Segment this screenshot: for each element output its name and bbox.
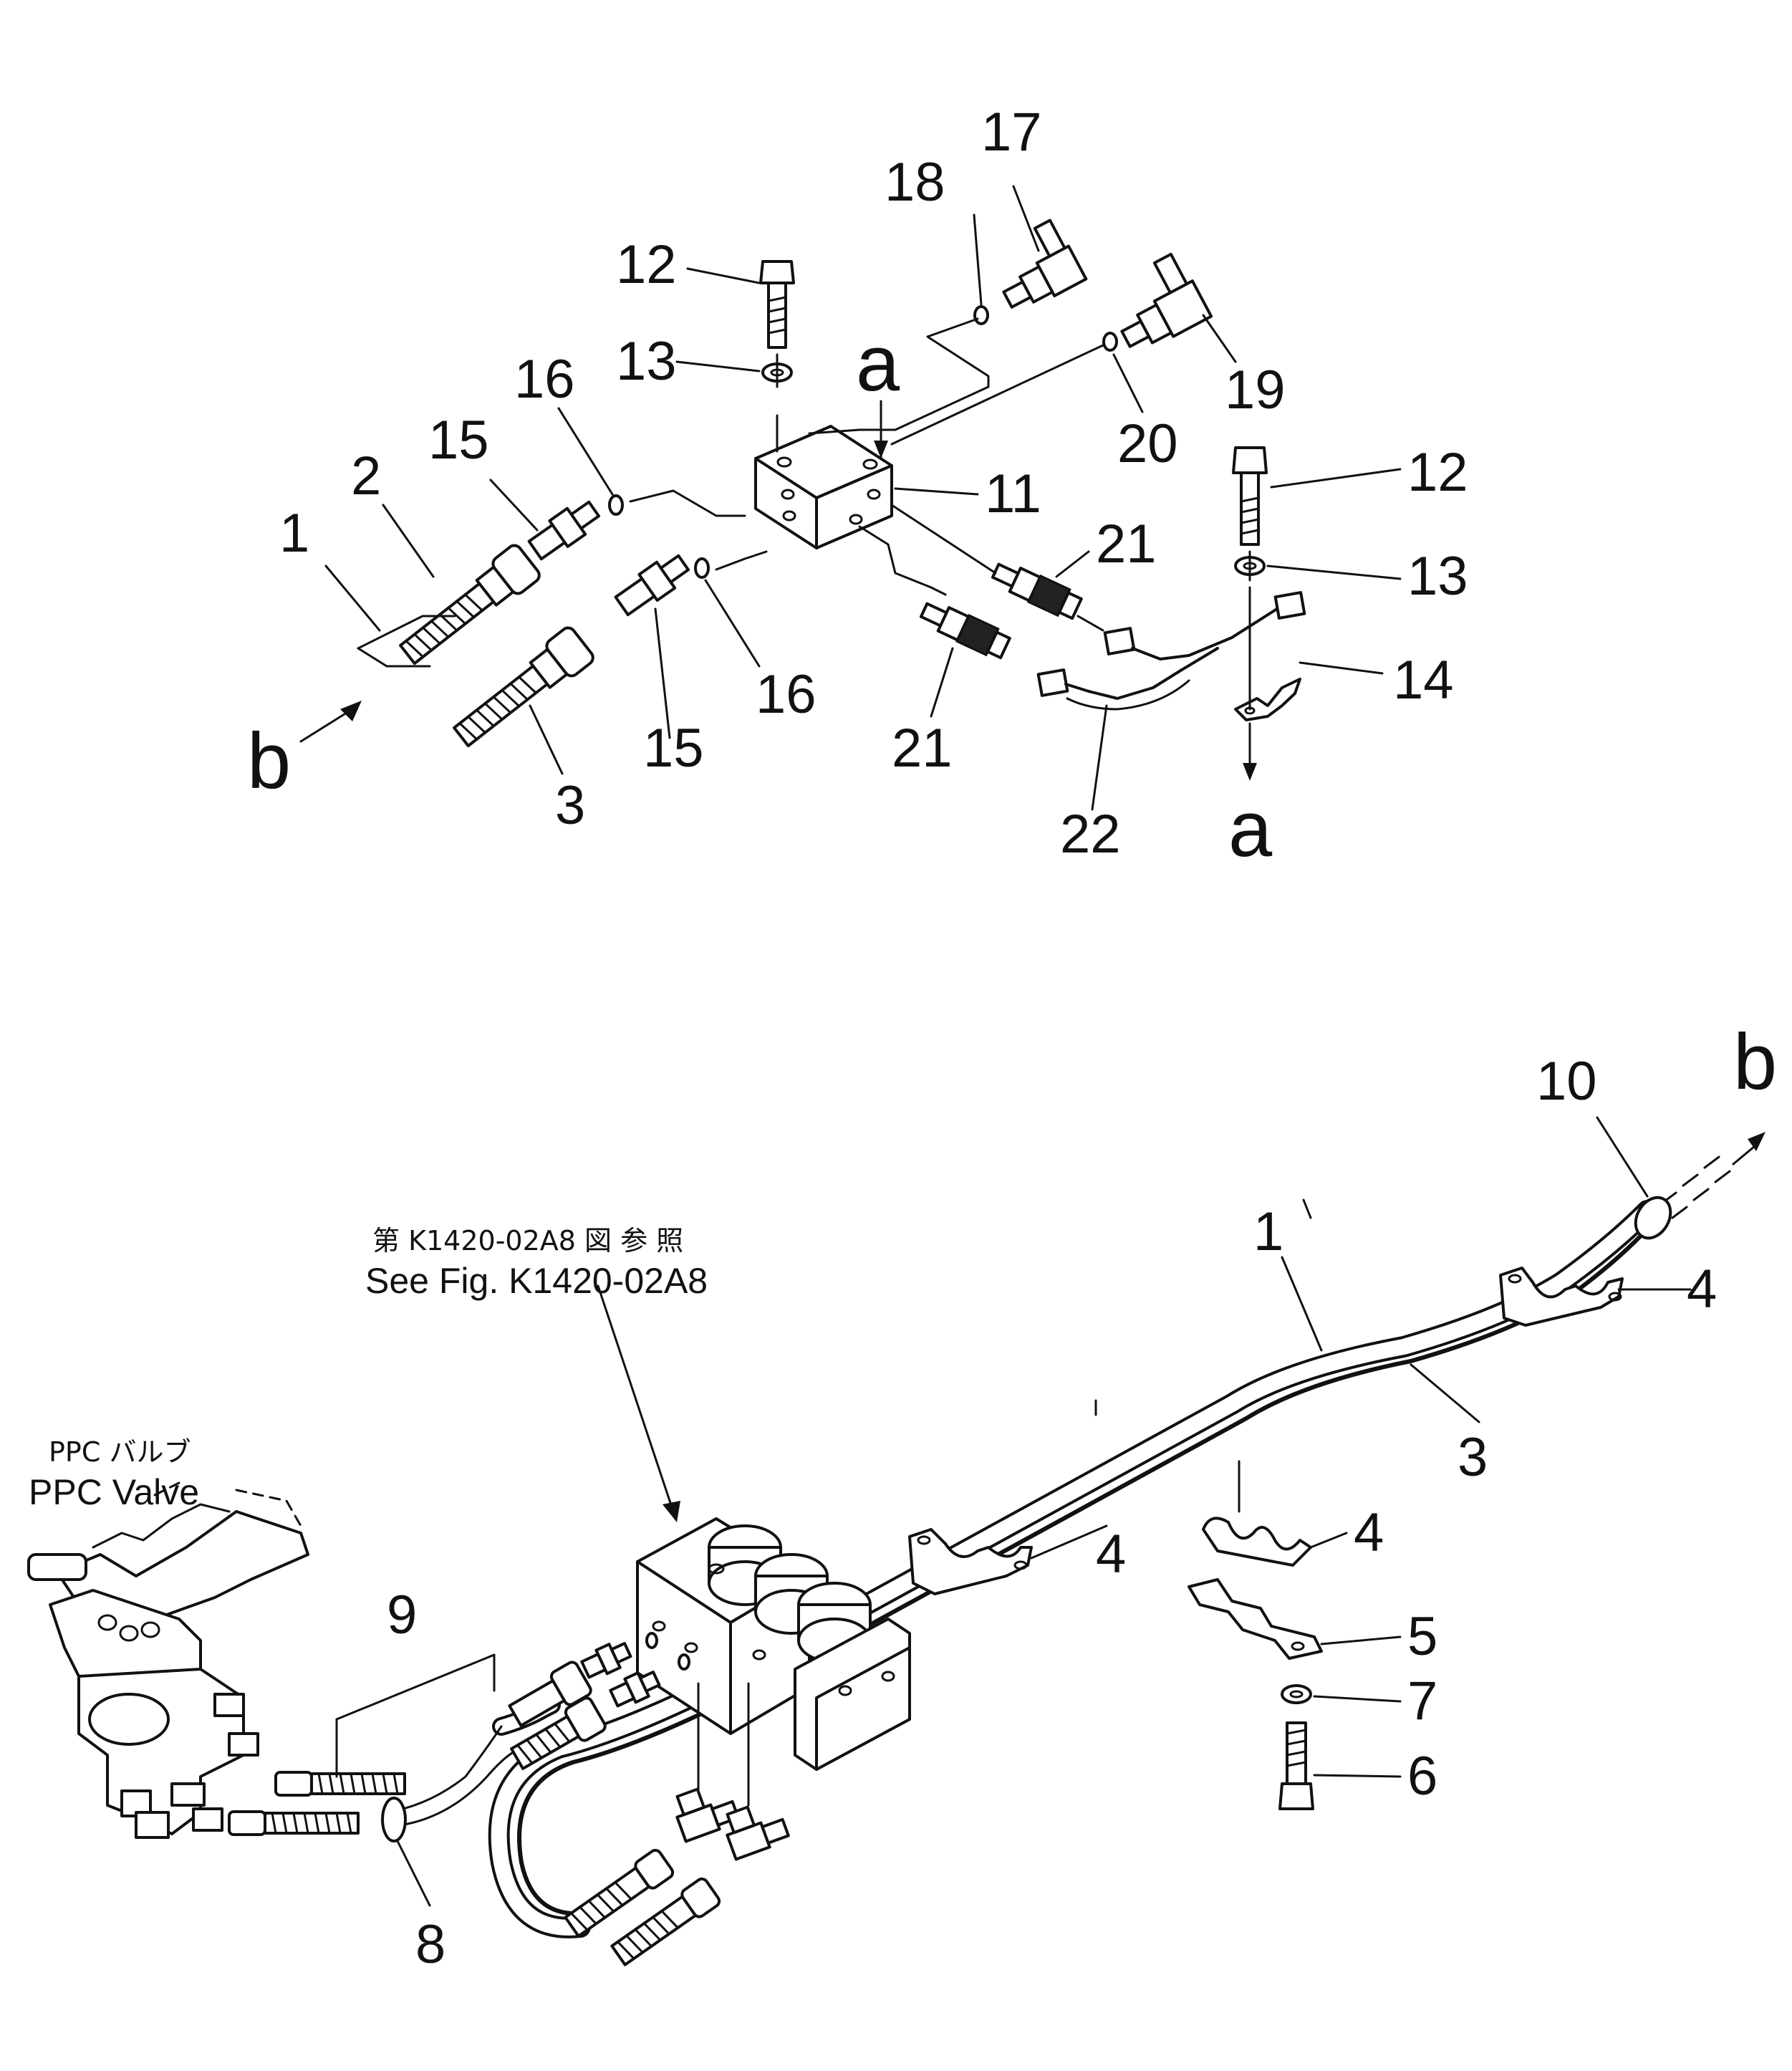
callout-18: 18 [885,152,945,213]
callout-20: 20 [1117,413,1178,474]
ppc-label-en: PPC Valve [29,1472,199,1512]
elbow-fitting-19 [1120,252,1213,348]
callout-21-lower: 21 [892,718,953,779]
o-ring-18 [973,305,989,325]
o-ring-20 [1102,332,1118,352]
band-8 [381,1797,431,1907]
bolt-right [1232,446,1268,546]
callout-11: 11 [985,463,1041,524]
grommet-10 [1634,1196,1672,1240]
hose-clamp-4-loose [1202,1517,1312,1567]
callout-17: 17 [981,102,1042,163]
callout-9: 9 [387,1585,417,1645]
callout-15-lower: 15 [643,718,704,779]
connection-letters: a a b b [247,319,1777,1106]
callout-1-top: 1 [279,503,309,564]
upper-callout-leaders [324,185,1402,811]
callout-12-right: 12 [1407,442,1468,503]
callout-5: 5 [1407,1606,1437,1667]
callout-16-upper: 16 [514,349,575,410]
valve-block [754,425,893,549]
arrow-a-upper [874,400,888,458]
bolt-6 [1278,1721,1314,1810]
callout-16-lower: 16 [756,664,816,725]
arrow-b-left [299,701,362,743]
callout-2: 2 [351,446,381,506]
callout-4-lower: 4 [1354,1502,1384,1563]
callout-22: 22 [1060,804,1121,865]
fitting-15-upper [527,500,601,561]
elbow-fitting-17 [1002,218,1088,309]
lower-leader-lines [335,1116,1692,1807]
callout-21-upper: 21 [1096,514,1157,575]
letter-a-upper: a [856,319,900,408]
wire-harness [1036,591,1306,711]
hose-clamp-4-top [1499,1267,1624,1327]
lower-assembly [27,1116,1765,1966]
callout-labels: 1 2 15 16 3 15 16 12 13 18 17 19 20 11 1… [279,102,1717,1975]
hose-clamp-4-mid [908,1528,1033,1595]
callout-13-right: 13 [1407,546,1468,607]
callout-15-upper: 15 [428,410,489,471]
arrow-a-lower [1243,729,1257,781]
arrow-b-right [1732,1132,1765,1166]
reference-leader [597,1284,680,1522]
hose-9 [385,1661,607,1828]
callout-3-bottom: 3 [1458,1427,1488,1488]
control-valve-block [636,1517,911,1771]
callout-14: 14 [1393,650,1454,711]
ppc-label-guide [149,1481,302,1527]
callout-1-bottom: 1 [1253,1201,1283,1262]
hose-end-lower [453,626,594,748]
callout-3-top: 3 [555,775,585,836]
hose-end-upper [399,544,541,665]
callout-10: 10 [1536,1051,1597,1112]
reference-notes: 第 K1420-02A8 図 参 照 See Fig. K1420-02A8 P… [29,1225,708,1512]
o-ring-16-upper [608,494,624,516]
pressure-switch-21-lower [919,602,1011,660]
callout-6: 6 [1407,1746,1437,1807]
washer-7 [1281,1684,1312,1704]
callout-4-top: 4 [1687,1259,1717,1320]
letter-b-left: b [247,717,291,805]
o-ring-16-lower [694,557,710,579]
callout-4-mid: 4 [1096,1524,1126,1585]
letter-b-right: b [1733,1018,1777,1106]
callout-13-left: 13 [616,331,677,392]
upper-leader-lines [357,317,1251,761]
bottom-fittings [564,1787,790,1966]
pressure-switch-21-upper [991,562,1083,620]
ppc-valve [27,1503,309,1839]
bracket-5 [1188,1578,1323,1660]
callout-8: 8 [415,1914,445,1975]
fitting-15-lower [614,554,690,617]
callout-7: 7 [1407,1671,1437,1731]
reference-note-jp: 第 K1420-02A8 図 参 照 [372,1225,683,1256]
reference-note-en: See Fig. K1420-02A8 [365,1261,708,1301]
callout-12-left: 12 [616,234,677,295]
bolt-left [759,260,795,349]
ppc-label-jp: PPC バルブ [49,1436,191,1468]
valve-fittings [580,1632,690,1708]
ppc-hoses [228,1771,406,1836]
upper-assembly [299,185,1402,811]
letter-a-lower: a [1228,785,1273,873]
hose-pair-end [1660,1155,1731,1219]
callout-19: 19 [1225,360,1286,421]
clamp-14 [1234,678,1301,721]
